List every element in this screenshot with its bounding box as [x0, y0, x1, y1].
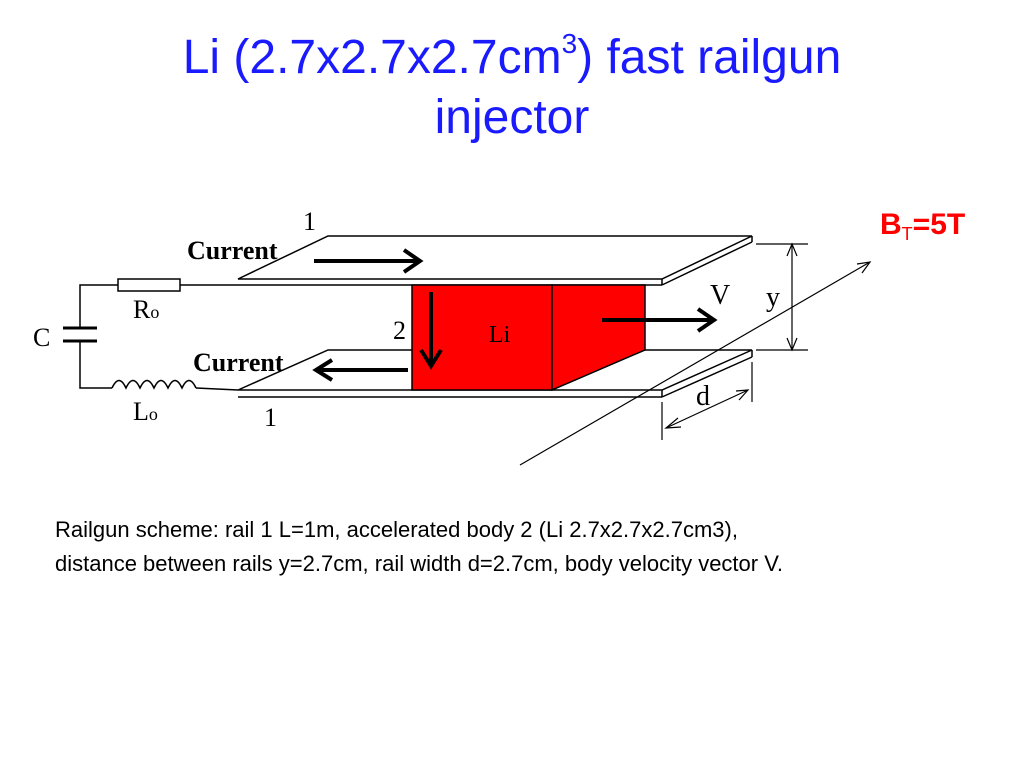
resistor-letter: R [133, 295, 151, 324]
body-material-label: Li [489, 322, 511, 348]
inductor [111, 379, 197, 390]
body-number: 2 [393, 316, 406, 345]
magnetic-field-vector [519, 261, 872, 466]
inductor-subscript: o [149, 404, 158, 424]
diagram-labels: C Ro Lo Current Current 1 1 2 Li V y d [33, 207, 780, 432]
circuit-left-bottom-wire [79, 342, 112, 389]
railgun-diagram: C Ro Lo Current Current 1 1 2 Li V y d [33, 207, 872, 466]
rail-number-top: 1 [303, 207, 316, 236]
circuit-left-top-wire [79, 284, 118, 327]
slide-title: Li (2.7x2.7x2.7cm3) fast railgun injecto… [0, 28, 1024, 148]
velocity-arrow-head [696, 307, 718, 333]
figure-caption: Railgun scheme: rail 1 L=1m, accelerated… [55, 513, 1015, 581]
current-arrow-down-head [419, 348, 443, 370]
resistor-label: Ro [133, 295, 159, 324]
field-subscript: T [901, 224, 913, 244]
current-arrow-bottom-head [312, 358, 334, 382]
circuit-bottom-wire [195, 387, 239, 391]
field-symbol: B [880, 208, 902, 241]
current-label-top: Current [187, 236, 278, 265]
field-value: =5T [912, 208, 966, 241]
velocity-label: V [710, 280, 730, 311]
li-body-front [411, 284, 553, 391]
capacitor-label: C [33, 323, 50, 352]
rail-number-bottom: 1 [264, 403, 277, 432]
rail-top-side [661, 241, 753, 286]
dimension-d [661, 362, 753, 440]
dimension-y [756, 242, 808, 352]
inductor-letter: L [133, 397, 149, 426]
current-arrow-top-head [402, 248, 424, 274]
title-line2: injector [434, 91, 590, 144]
resistor [117, 278, 181, 292]
li-body [411, 284, 646, 392]
caption-line1: Railgun scheme: rail 1 L=1m, accelerated… [55, 517, 738, 542]
li-body-side [551, 284, 646, 392]
circuit [63, 278, 239, 391]
gap-label: y [766, 282, 780, 313]
flow-arrows [312, 248, 718, 382]
caption-line2: distance between rails y=2.7cm, rail wid… [55, 551, 783, 576]
title-rest: ) fast railgun [577, 31, 842, 84]
resistor-subscript: o [150, 302, 159, 322]
width-label: d [696, 381, 710, 412]
title-superscript: 3 [561, 28, 578, 59]
inductor-label: Lo [133, 397, 158, 426]
magnetic-field-label: BT=5T [880, 208, 965, 245]
rail-top [237, 235, 753, 280]
title-main: Li (2.7x2.7x2.7cm [182, 31, 562, 84]
rail-bottom-side [661, 356, 753, 398]
current-label-bottom: Current [193, 348, 284, 377]
